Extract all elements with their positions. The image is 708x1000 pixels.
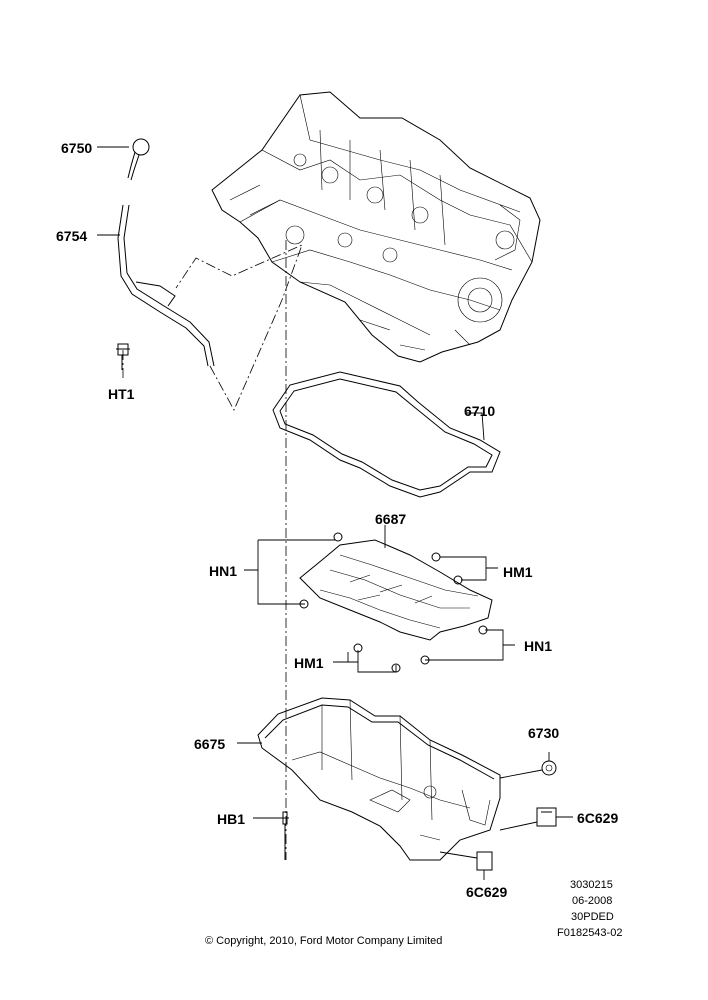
copyright-notice: © Copyright, 2010, Ford Motor Company Li… [205,935,443,947]
callout-6750: 6750 [61,140,93,156]
callout-6710: 6710 [464,403,496,419]
reference-figure-id: F0182543-02 [557,927,623,939]
callout-hm1-lower: HM1 [294,655,324,671]
callout-6c629-bottom: 6C629 [466,884,508,900]
engine-block-illustration [211,91,541,363]
dipstick-illustration [97,138,150,181]
callout-6687: 6687 [375,511,407,527]
callout-hn1-right: HN1 [524,638,553,654]
callout-6675: 6675 [194,736,226,752]
callout-hn1-left: HN1 [209,563,238,579]
callout-hm1-right: HM1 [503,564,533,580]
oil-baffle-illustration [244,525,515,673]
callout-6c629-right: 6C629 [577,810,619,826]
callout-ht1: HT1 [108,386,135,402]
assembly-centerlines [122,240,303,860]
callout-hb1: HB1 [217,811,246,827]
callout-6730: 6730 [528,725,560,741]
oil-pan-gasket-illustration [272,371,501,498]
reference-date: 06-2008 [572,895,613,907]
dipstick-tube-illustration [97,204,215,370]
reference-code: 30PDED [571,911,614,923]
oil-pan-illustration [237,697,573,880]
callout-6754: 6754 [56,228,88,244]
reference-number: 3030215 [570,879,613,891]
